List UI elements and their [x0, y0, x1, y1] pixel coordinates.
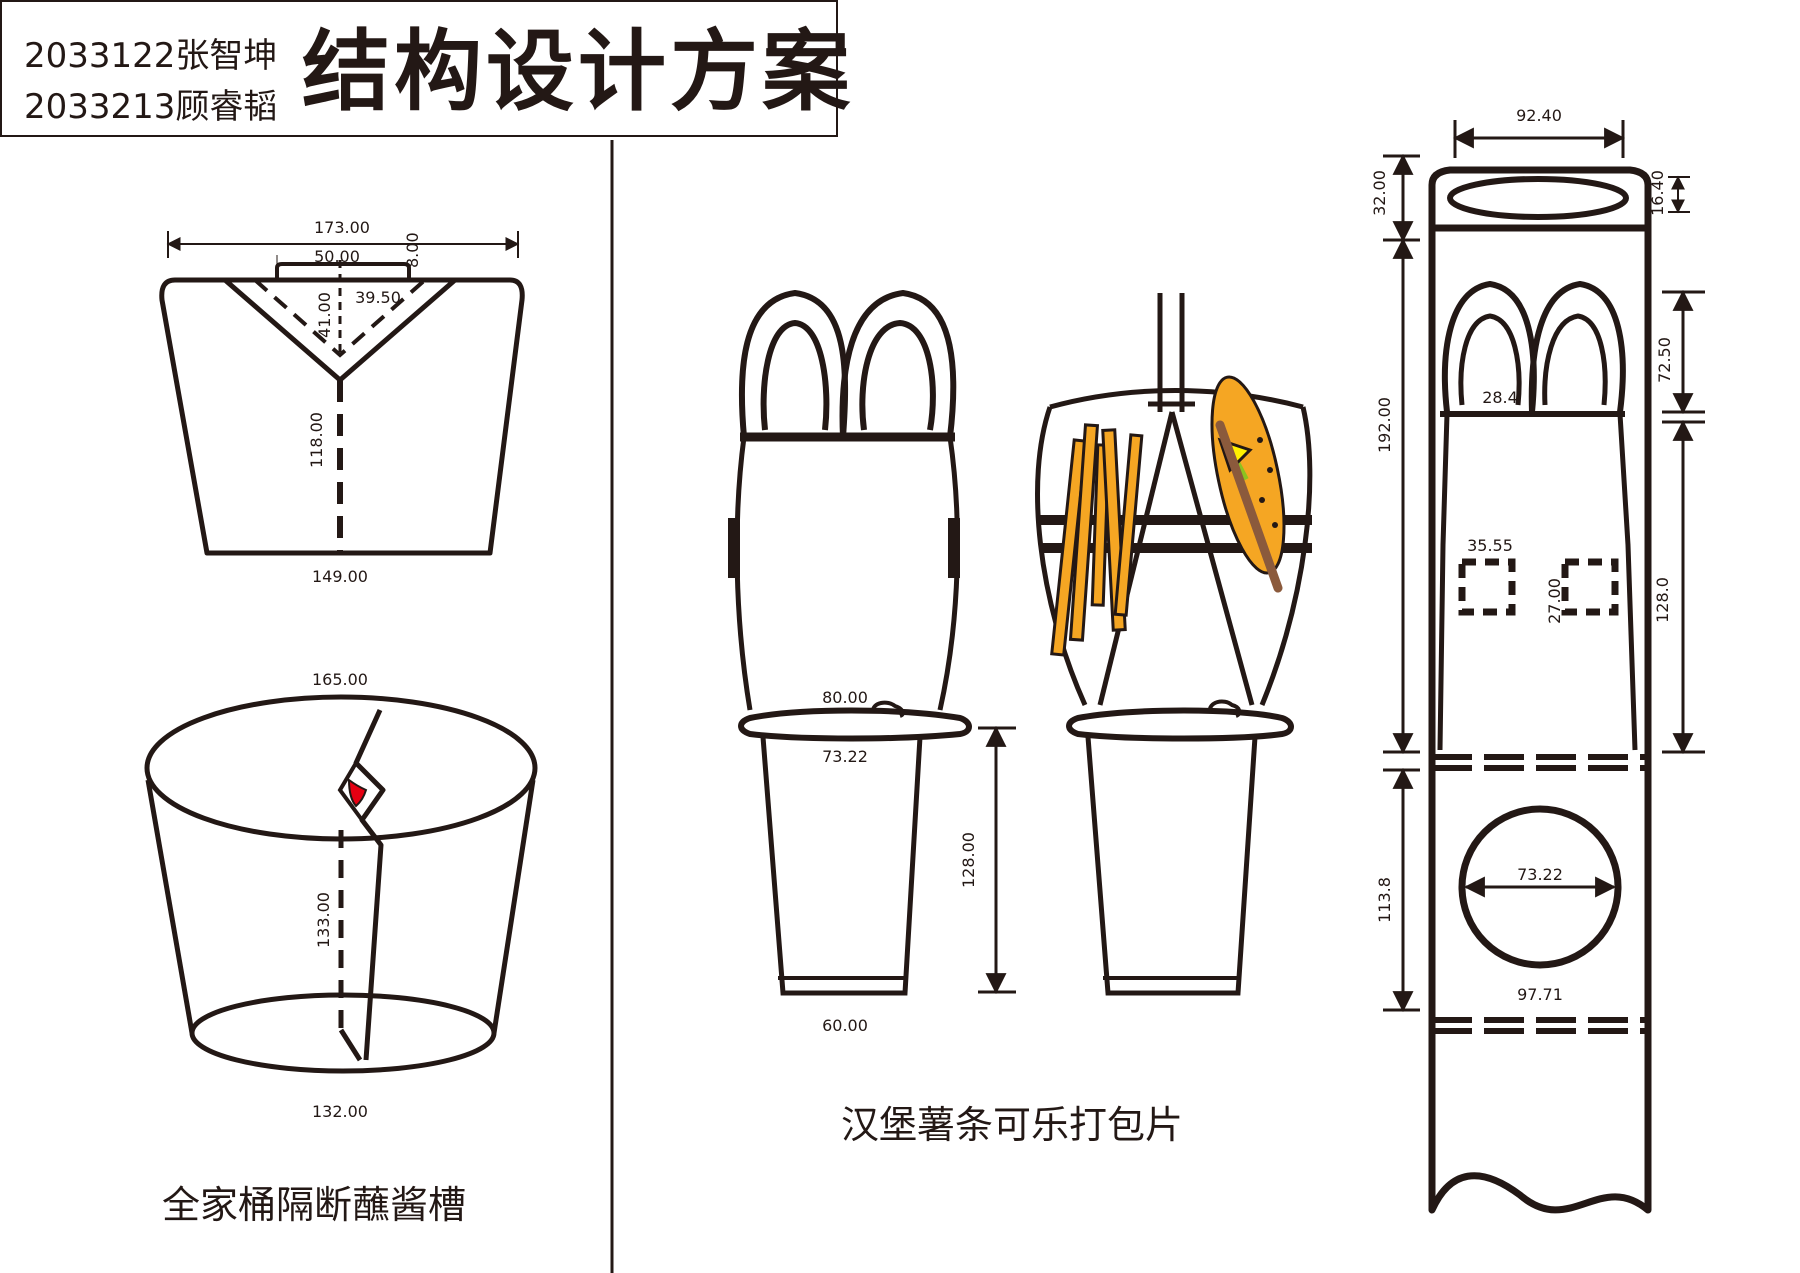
- dim-strip-circle-diameter: 73.22: [1517, 865, 1563, 884]
- dim-strip-handle-height: 72.50: [1655, 337, 1674, 383]
- dim-combo-cup-height: 128.00: [959, 832, 978, 888]
- dim-bucket-bottom-width: 149.00: [312, 567, 368, 586]
- dim-bucket-3d-height: 133.00: [314, 892, 333, 948]
- header-box: 2033122张智坤 2033213顾睿韬 结构设计方案: [0, 0, 850, 137]
- dim-strip-ellipse-height: 16.40: [1648, 170, 1667, 216]
- bucket-3d: 165.00 133.00 132.00: [144, 670, 538, 1121]
- dim-bucket-tab-height: 8.00: [403, 232, 422, 268]
- author-line-2: 2033213顾睿韬: [24, 87, 278, 127]
- strip-net: 92.40 32.00 16.40 192.00 72.50 28.4 35.5…: [1370, 106, 1705, 1214]
- dim-strip-handle-width: 28.4: [1482, 388, 1518, 407]
- dim-bucket-v-depth: 41.00: [315, 292, 334, 338]
- dim-strip-upper-section: 192.00: [1375, 397, 1394, 453]
- dim-strip-lower-section: 128.0: [1653, 577, 1672, 623]
- dim-bucket-top-width: 173.00: [314, 218, 370, 237]
- combo-pack-flat: 80.00 73.22 128.00 60.00: [728, 289, 1016, 1035]
- dim-combo-upper-width: 80.00: [822, 688, 868, 707]
- dim-strip-top-width: 92.40: [1516, 106, 1562, 125]
- dim-bucket-center-height: 118.00: [307, 412, 326, 468]
- dim-bucket-v-side: 39.50: [355, 288, 401, 307]
- slot-right: [1561, 558, 1619, 616]
- dim-bucket-tab-width: 50.00: [314, 247, 360, 266]
- combo-pack-filled: [1035, 293, 1313, 996]
- caption-bucket: 全家桶隔断蘸酱槽: [162, 1183, 466, 1227]
- sauce-drop-icon: [347, 777, 368, 808]
- straw-icon: [1215, 420, 1283, 593]
- dim-strip-bottom-section: 113.8: [1375, 877, 1394, 923]
- dim-strip-slot-gap: 35.55: [1467, 536, 1513, 555]
- dim-combo-cup-bottom: 60.00: [822, 1016, 868, 1035]
- dim-strip-bottom-width: 97.71: [1517, 985, 1563, 1004]
- bucket-net: 173.00 50.00 8.00 39.50 41.00 118.00 149…: [159, 218, 525, 586]
- slot-left: [1458, 558, 1516, 616]
- dim-combo-cup-top: 73.22: [822, 747, 868, 766]
- fries-icon: [1050, 423, 1144, 657]
- dim-bucket-3d-top: 165.00: [312, 670, 368, 689]
- author-line-1: 2033122张智坤: [24, 36, 278, 76]
- caption-combo-pack: 汉堡薯条可乐打包片: [841, 1103, 1183, 1147]
- dim-strip-slot-height: 27.00: [1545, 578, 1564, 624]
- dim-strip-top-band: 32.00: [1370, 170, 1389, 216]
- page-title: 结构设计方案: [302, 20, 855, 123]
- dim-bucket-3d-bottom: 132.00: [312, 1102, 368, 1121]
